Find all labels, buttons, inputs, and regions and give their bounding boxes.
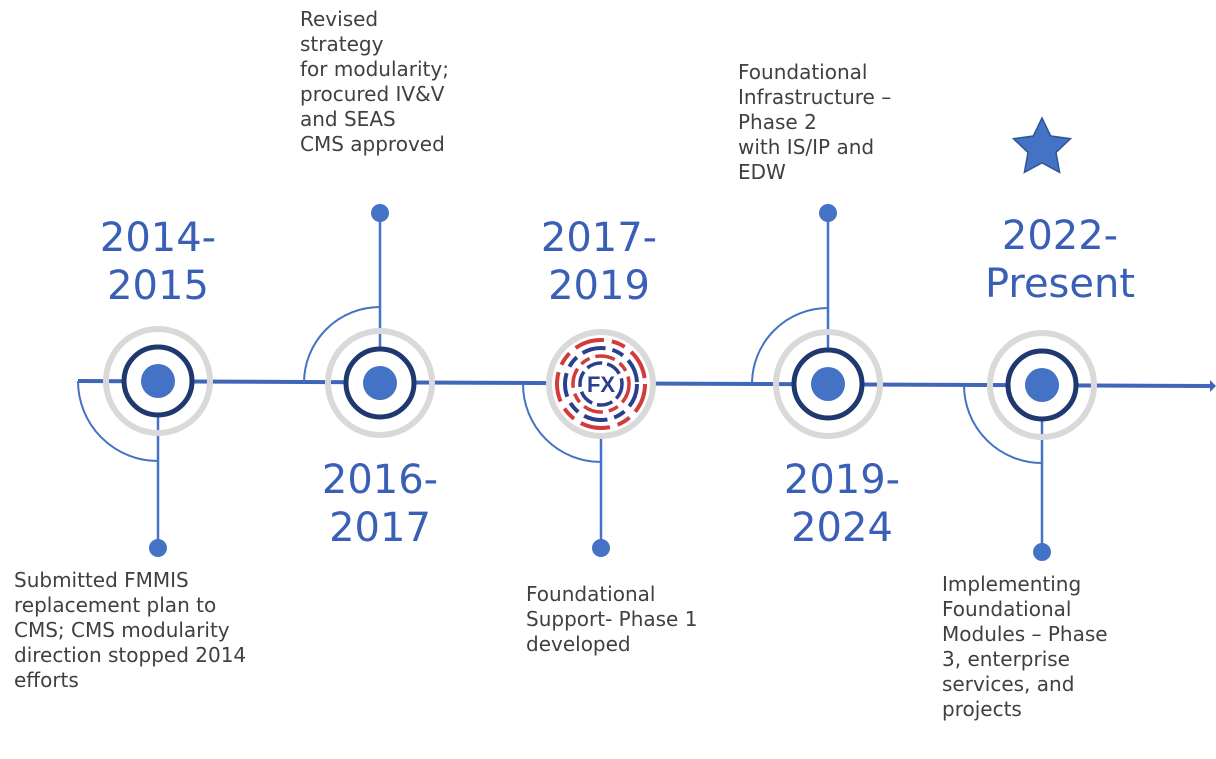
milestone-4-outer-ring — [773, 329, 883, 439]
milestone-2-center-dot — [363, 366, 397, 400]
milestone-4-arc — [751, 307, 829, 385]
milestone-5-center-dot — [1025, 368, 1059, 402]
milestone-3-year: 2017- 2019 — [540, 215, 658, 309]
milestone-1-outer-ring — [103, 326, 213, 436]
milestone-5-node — [963, 330, 1097, 561]
milestone-4-note: Foundational Infrastructure – Phase 2 wi… — [738, 60, 892, 184]
milestone-2-arc — [303, 306, 381, 384]
star-icon — [1011, 116, 1073, 174]
milestone-3-node: FX — [522, 329, 656, 557]
milestone-3-end-dot — [592, 539, 610, 557]
fx-logo-label: FX — [587, 372, 615, 397]
milestone-5-note: Implementing Foundational Modules – Phas… — [942, 572, 1108, 721]
milestone-1-end-dot — [149, 539, 167, 557]
milestone-4-end-dot — [819, 204, 837, 222]
milestone-3-note: Foundational Support- Phase 1 developed — [526, 582, 698, 656]
milestone-3-arc — [522, 383, 602, 463]
timeline-arrowhead — [1210, 380, 1216, 392]
milestone-5-year: 2022- Present — [984, 213, 1136, 307]
milestone-5-end-dot — [1033, 543, 1051, 561]
milestone-1-year: 2014- 2015 — [99, 215, 217, 309]
milestone-2-note: Revised strategy for modularity; procure… — [300, 7, 449, 156]
milestone-1-arc — [77, 380, 159, 462]
milestone-5-arc — [963, 384, 1043, 464]
milestone-1-note: Submitted FMMIS replacement plan to CMS;… — [14, 568, 247, 692]
milestone-4-node — [751, 204, 883, 439]
milestone-4-center-dot — [811, 367, 845, 401]
milestone-1-center-dot — [141, 364, 175, 398]
milestone-2-year: 2016- 2017 — [321, 457, 439, 551]
milestone-2-end-dot — [371, 204, 389, 222]
milestone-2-node — [303, 204, 435, 438]
milestone-5-outer-ring — [987, 330, 1097, 440]
milestone-4-year: 2019- 2024 — [783, 457, 901, 551]
milestone-2-outer-ring — [325, 328, 435, 438]
fx-logo-icon: FX — [555, 338, 647, 430]
milestone-1-node — [77, 326, 213, 557]
